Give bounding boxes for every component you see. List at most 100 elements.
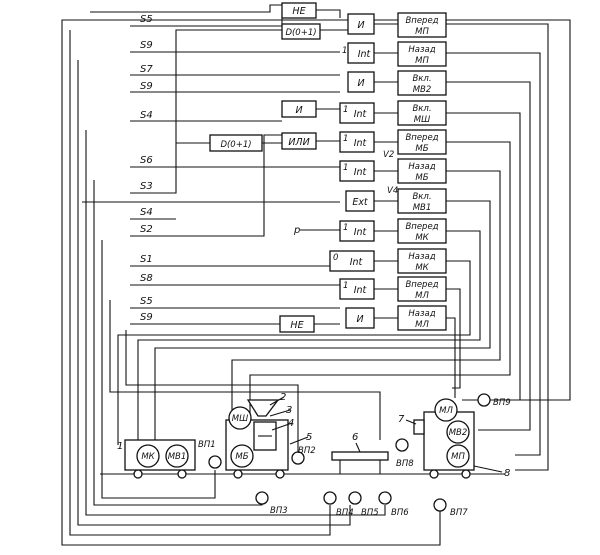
and-label: И bbox=[356, 314, 363, 325]
output-block: Вкл. МВ2 bbox=[397, 70, 447, 96]
int-set-marker: 1 bbox=[343, 134, 348, 144]
wire-ne-and bbox=[316, 9, 341, 18]
wire-vp1 bbox=[101, 240, 216, 499]
output-box bbox=[397, 70, 447, 96]
output-action: Вкл. bbox=[412, 192, 431, 202]
and-label: И bbox=[295, 105, 302, 116]
callout-6: 6 bbox=[352, 432, 358, 443]
motor-mv1-label: МВ1 bbox=[168, 452, 187, 462]
int-block bbox=[339, 278, 375, 300]
output-block: Вперед МЛ bbox=[397, 276, 447, 302]
input-signal-labels: S5 S9 S7 S9 S4 S6 S3 S4 S2 S1 S8 S5 S9 p… bbox=[140, 14, 398, 323]
output-action: Вкл. bbox=[412, 74, 431, 84]
output-action: Вперед bbox=[405, 222, 438, 232]
output-box bbox=[397, 305, 447, 331]
int-set-marker: 1 bbox=[343, 281, 348, 291]
delay-label: D(0+1) bbox=[220, 140, 251, 150]
limit-switches: ВП1 ВП2 ВП3 ВП4 ВП5 ВП6 ВП7 ВП8 ВП9 bbox=[198, 393, 511, 518]
and-block bbox=[345, 307, 375, 329]
wire-fb-mv1 bbox=[154, 200, 491, 445]
or-block bbox=[281, 132, 317, 150]
output-device: МК bbox=[415, 263, 429, 273]
output-block: Назад МБ bbox=[397, 158, 447, 184]
int-label: Int bbox=[354, 138, 368, 149]
int-reset-marker: 0 bbox=[333, 253, 338, 263]
not-block bbox=[281, 2, 317, 19]
signal-v4: V4 bbox=[387, 186, 398, 196]
motor-mk-label: МК bbox=[141, 452, 155, 462]
output-action: Назад bbox=[408, 309, 435, 319]
signal-s7: S7 bbox=[140, 64, 153, 75]
output-box bbox=[397, 12, 447, 38]
output-box bbox=[397, 158, 447, 184]
signal-s3: S3 bbox=[140, 181, 153, 192]
wire-vp4 bbox=[69, 30, 331, 536]
switch-vp4 bbox=[323, 491, 337, 505]
output-action: Вперед bbox=[405, 133, 438, 143]
switch-vp1 bbox=[208, 455, 222, 469]
output-block: Вперед МП bbox=[397, 12, 447, 38]
wire-fb-mb bbox=[249, 141, 511, 420]
output-device: МВ1 bbox=[413, 203, 432, 213]
switch-vp2-label: ВП2 bbox=[298, 446, 316, 456]
wire-fb-mk bbox=[137, 230, 481, 440]
output-block: Назад МК bbox=[397, 248, 447, 274]
int-block bbox=[347, 42, 375, 64]
int-label: Int bbox=[354, 167, 368, 178]
output-box bbox=[397, 248, 447, 274]
output-action: Назад bbox=[408, 45, 435, 55]
motor-mb bbox=[230, 444, 254, 468]
output-block: Вперед МБ bbox=[397, 129, 447, 155]
output-box bbox=[397, 188, 447, 214]
output-block: Назад МП bbox=[397, 41, 447, 67]
wire-fb-ml bbox=[446, 288, 461, 389]
motor-mb-label: МБ bbox=[235, 452, 248, 462]
output-device: МП bbox=[415, 27, 429, 37]
callout-leader bbox=[269, 396, 285, 406]
wire-s2 bbox=[130, 134, 282, 237]
int-label: Int bbox=[354, 109, 368, 120]
or-label: ИЛИ bbox=[288, 137, 309, 148]
output-blocks: Вперед МП Назад МП Вкл. МВ2 Вкл. МШ Впер… bbox=[397, 12, 447, 331]
output-action: Вперед bbox=[405, 16, 438, 26]
output-action: Назад bbox=[408, 162, 435, 172]
logic-blocks: НЕ D(0+1) И Int И И Int D(0+1) ИЛИ Int I… bbox=[209, 2, 375, 333]
delay-block bbox=[281, 23, 321, 40]
wheel bbox=[177, 469, 187, 479]
wire-vp2 bbox=[125, 330, 299, 455]
and-label: И bbox=[357, 78, 364, 89]
switch-vp9 bbox=[477, 393, 491, 407]
output-device: МП bbox=[415, 56, 429, 66]
output-block: Назад МЛ bbox=[397, 305, 447, 331]
int-block bbox=[339, 220, 375, 242]
table bbox=[331, 451, 389, 461]
motor-mv2-label: МВ2 bbox=[449, 428, 468, 438]
int-label: Int bbox=[354, 285, 368, 296]
wire-fb-msh bbox=[446, 112, 521, 401]
switch-vp5 bbox=[348, 491, 362, 505]
int-block bbox=[339, 102, 375, 124]
wire-vp9 bbox=[61, 19, 571, 401]
and-label: И bbox=[357, 20, 364, 31]
wheel bbox=[429, 469, 439, 479]
int-set-marker: 1 bbox=[343, 105, 348, 115]
callouts: 1 2 3 4 5 6 7 8 bbox=[117, 392, 510, 479]
wire-vp6 bbox=[85, 130, 386, 516]
callout-leader bbox=[271, 422, 293, 431]
and-block bbox=[281, 100, 317, 118]
switch-vp6 bbox=[378, 491, 392, 505]
callout-8: 8 bbox=[504, 468, 510, 479]
int-set-marker: 1 bbox=[342, 46, 347, 56]
switch-vp3 bbox=[255, 491, 269, 505]
equipment: МК МВ1 МШ МБ МЛ МВ2 МП bbox=[124, 398, 475, 479]
signal-v2: V2 bbox=[383, 150, 394, 160]
int-label: Int bbox=[350, 257, 364, 268]
wheel bbox=[275, 469, 285, 479]
switch-vp8 bbox=[395, 438, 409, 452]
output-device: МК bbox=[415, 233, 429, 243]
not-label: НЕ bbox=[290, 320, 303, 331]
output-device: МБ bbox=[415, 173, 428, 183]
callout-leader bbox=[269, 409, 291, 417]
int-block bbox=[329, 250, 375, 272]
